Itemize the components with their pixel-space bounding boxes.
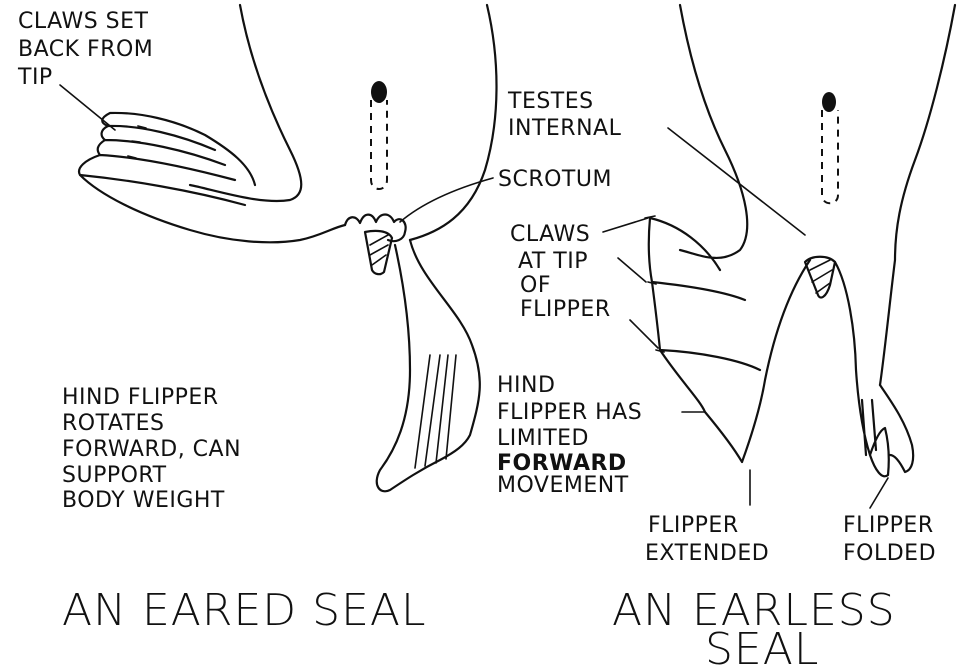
earless-claws-leader — [603, 218, 648, 232]
earless-seal-title-line2: SEAL — [705, 624, 819, 670]
eared-hind-label-4: SUPPORT — [62, 463, 167, 488]
eared-penis-opening — [371, 81, 387, 103]
earless-hind-label-1: HIND — [497, 373, 555, 398]
earless-attip-leader — [618, 258, 646, 282]
eared-dashed-organ — [371, 100, 387, 189]
earless-claws-label-3: OF — [520, 273, 551, 298]
eared-hind-label-3: FORWARD, CAN — [62, 437, 241, 462]
eared-hind-digits — [415, 355, 456, 468]
earless-testes-label-1: TESTES — [507, 89, 594, 114]
eared-claws-label-2: BACK FROM — [18, 37, 153, 62]
eared-hind-label-2: ROTATES — [62, 411, 164, 436]
eared-foreflipper — [79, 113, 345, 242]
earless-hind-label-3: LIMITED — [497, 426, 589, 451]
earless-folded-leader — [870, 478, 888, 508]
eared-claws-label-3: TIP — [17, 65, 53, 90]
earless-seal-drawing — [645, 5, 955, 476]
earless-penis-opening — [822, 92, 836, 112]
earless-claws-label-4: FLIPPER — [520, 297, 611, 322]
earless-hind-label-5: MOVEMENT — [497, 473, 629, 498]
eared-scrotum-label: SCROTUM — [498, 167, 612, 192]
earless-flipper-leader — [630, 320, 658, 348]
eared-scrotum-hatch — [370, 235, 388, 265]
earless-dashed-organ — [822, 110, 838, 203]
earless-body-right-outline — [880, 5, 955, 385]
earless-claws-label-2: AT TIP — [518, 249, 588, 274]
earless-testes-label-2: INTERNAL — [508, 116, 622, 141]
earless-hind-label-2: FLIPPER HAS — [497, 400, 642, 425]
earless-folded-label-2: FOLDED — [843, 541, 936, 566]
eared-scrotum-outline — [345, 215, 406, 242]
earless-body-left-outline — [680, 5, 747, 258]
earless-testes-leader — [668, 128, 805, 235]
earless-folded-flipper — [835, 262, 913, 476]
eared-hind-label-5: BODY WEIGHT — [62, 488, 225, 513]
eared-body-right-outline — [410, 5, 497, 240]
earless-extended-label-1: FLIPPER — [648, 513, 739, 538]
eared-claws-leader — [60, 85, 115, 130]
earless-folded-label-1: FLIPPER — [843, 513, 934, 538]
eared-scrotum — [365, 231, 392, 274]
eared-claws-label-1: CLAWS SET — [18, 9, 149, 34]
eared-hind-label-1: HIND FLIPPER — [62, 385, 219, 410]
earless-claws-label-1: CLAWS — [510, 222, 590, 247]
earless-extended-label-2: EXTENDED — [645, 541, 769, 566]
eared-seal-title: AN EARED SEAL — [62, 585, 426, 636]
eared-body-left-outline — [190, 5, 301, 201]
